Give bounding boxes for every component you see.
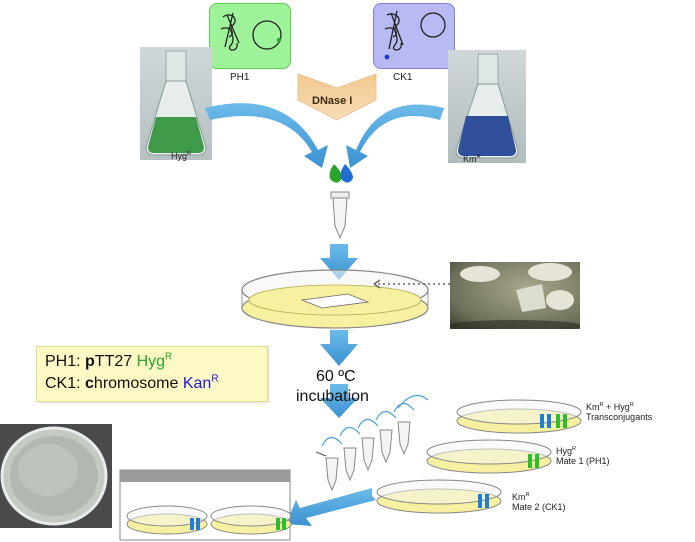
eppendorf-tube xyxy=(330,191,350,240)
transconjugants-label: KmR + HygR Transconjugants xyxy=(586,402,653,423)
down-arrow-1 xyxy=(320,244,358,280)
legend-line-ck1: CK1: chromosome KanR xyxy=(45,373,219,392)
flask-right-icon xyxy=(455,53,519,159)
green-droplet xyxy=(329,164,342,183)
plate-transconjugants xyxy=(456,399,582,434)
plate-mate1 xyxy=(426,439,552,474)
replica-frame xyxy=(119,469,292,541)
filter-square xyxy=(300,293,370,309)
filter-plate-image xyxy=(450,263,580,329)
flask-left-photo xyxy=(140,47,212,160)
lawn-plate-photo xyxy=(0,424,112,528)
flask-left-label: HygR xyxy=(171,151,192,161)
down-arrow-3 xyxy=(320,384,358,418)
dnase-label: DNase I xyxy=(312,95,353,107)
mating-plate xyxy=(241,269,429,329)
flask-left-icon xyxy=(145,50,207,156)
blue-droplet xyxy=(340,164,353,183)
plate-mate2 xyxy=(376,479,502,514)
curved-arrow-left xyxy=(205,103,328,168)
flask-right-label: KmR xyxy=(463,154,481,164)
ck1-dna-icon xyxy=(384,10,446,60)
dilution-transfer-arrows xyxy=(321,394,429,447)
dnase-chevron xyxy=(297,73,377,121)
ph1-cell-box xyxy=(209,3,291,69)
incubation-temp: 60 ºC xyxy=(316,368,356,385)
filter-plate-photo xyxy=(450,262,580,329)
curved-arrow-right xyxy=(346,104,444,168)
down-arrow-2 xyxy=(320,330,358,366)
incubation-label: incubation xyxy=(296,388,369,405)
mate2-label: KmR Mate 2 (CK1) xyxy=(512,492,566,513)
mate1-label: HygR Mate 1 (PH1) xyxy=(556,446,610,467)
diagonal-arrow xyxy=(286,488,376,526)
legend-line-ph1: PH1: pTT27 HygR xyxy=(45,351,173,370)
strain-legend: PH1: pTT27 HygR CK1: chromosome KanR xyxy=(36,346,268,402)
flask-right-photo xyxy=(448,50,526,163)
dilution-series xyxy=(315,421,411,492)
ph1-label: PH1 xyxy=(230,72,250,83)
ph1-dna-icon xyxy=(220,12,282,51)
lawn-plate-image xyxy=(0,426,108,526)
ck1-label: CK1 xyxy=(393,72,413,83)
